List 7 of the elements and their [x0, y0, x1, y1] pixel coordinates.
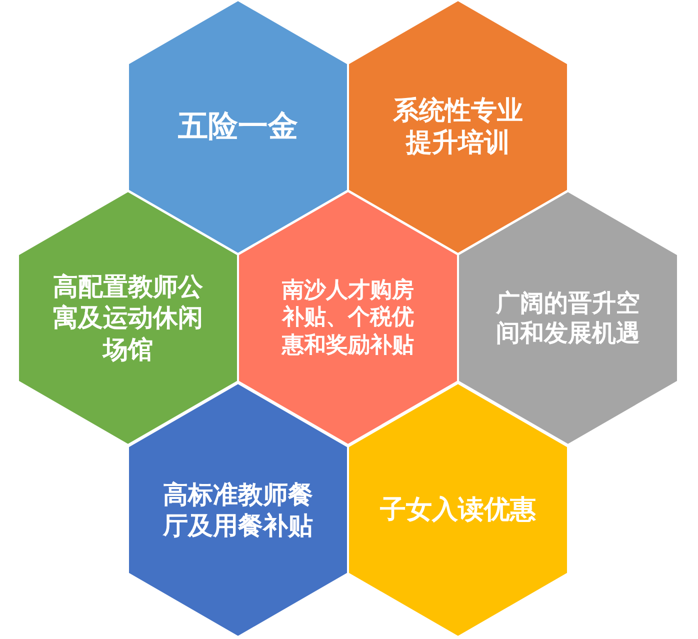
- hexagon-label: 系统性专业提升培训: [392, 94, 524, 160]
- hexagon-label: 子女入读优惠: [379, 494, 537, 526]
- hexagon-label: 南沙人才购房补贴、个税优惠和奖励补贴: [280, 276, 415, 360]
- hexagon-label: 高配置教师公寓及运动休闲场馆: [52, 271, 204, 365]
- hexagon-label: 广阔的晋升空间和发展机遇: [494, 288, 641, 348]
- hexagon-label: 高标准教师餐厅及用餐补贴: [162, 478, 314, 542]
- hexagon-label: 五险一金: [177, 108, 299, 146]
